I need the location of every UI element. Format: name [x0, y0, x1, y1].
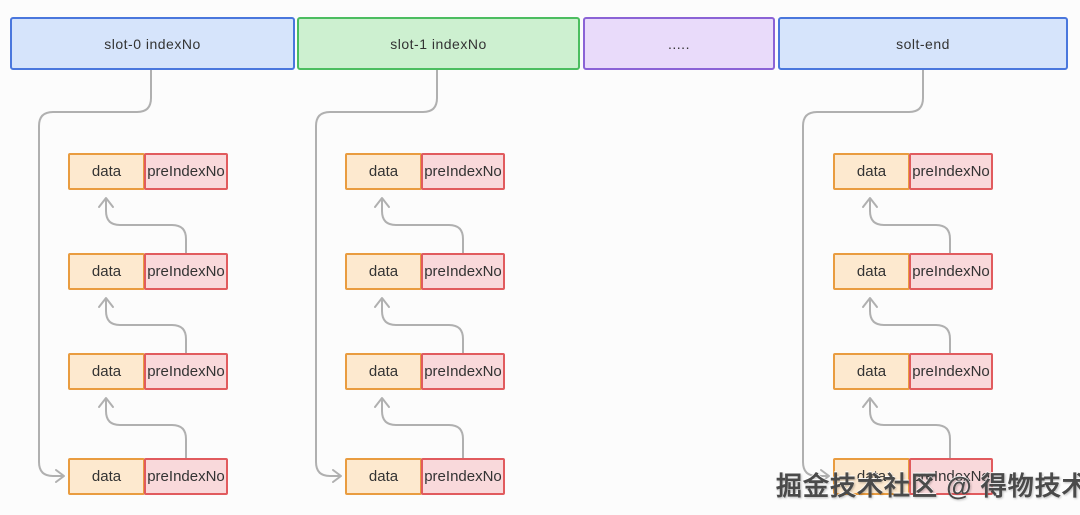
preindexno-cell: preIndexNo	[144, 153, 228, 190]
preindexno-cell: preIndexNo	[421, 153, 505, 190]
node-col2-row4: data preIndexNo	[345, 458, 505, 495]
slot-header-end: solt-end	[778, 17, 1068, 70]
preindexno-label: preIndexNo	[424, 363, 502, 380]
data-label: data	[856, 468, 887, 485]
data-cell: data	[68, 253, 145, 290]
preindexno-cell: preIndexNo	[144, 458, 228, 495]
data-label: data	[856, 263, 887, 280]
preindexno-label: preIndexNo	[147, 468, 225, 485]
preindexno-label: preIndexNo	[424, 468, 502, 485]
node-col1-row3: data preIndexNo	[68, 353, 228, 390]
data-label: data	[368, 163, 399, 180]
preindexno-label: preIndexNo	[147, 363, 225, 380]
data-cell: data	[345, 153, 422, 190]
data-label: data	[856, 363, 887, 380]
preindexno-cell: preIndexNo	[909, 353, 993, 390]
preindexno-label: preIndexNo	[424, 163, 502, 180]
data-label: data	[91, 163, 122, 180]
preindexno-label: preIndexNo	[912, 263, 990, 280]
data-label: data	[856, 163, 887, 180]
node-col3-row1: data preIndexNo	[833, 153, 993, 190]
preindexno-cell: preIndexNo	[421, 353, 505, 390]
slot-header-0-label: slot-0 indexNo	[104, 35, 201, 52]
preindexno-cell: preIndexNo	[421, 253, 505, 290]
data-cell: data	[345, 253, 422, 290]
node-col2-row2: data preIndexNo	[345, 253, 505, 290]
data-cell: data	[68, 458, 145, 495]
data-cell: data	[833, 253, 910, 290]
preindexno-cell: preIndexNo	[909, 253, 993, 290]
node-col2-row3: data preIndexNo	[345, 353, 505, 390]
data-cell: data	[833, 353, 910, 390]
data-label: data	[91, 468, 122, 485]
data-label: data	[368, 263, 399, 280]
preindexno-cell: preIndexNo	[144, 253, 228, 290]
data-cell: data	[833, 153, 910, 190]
slot-header-0: slot-0 indexNo	[10, 17, 295, 70]
node-col1-row1: data preIndexNo	[68, 153, 228, 190]
data-label: data	[368, 468, 399, 485]
slot-header-dots: .....	[583, 17, 775, 70]
node-col2-row1: data preIndexNo	[345, 153, 505, 190]
node-col3-row2: data preIndexNo	[833, 253, 993, 290]
slot-header-1: slot-1 indexNo	[297, 17, 580, 70]
slot-header-1-label: slot-1 indexNo	[390, 35, 487, 52]
preindexno-label: preIndexNo	[147, 263, 225, 280]
preindexno-label: preIndexNo	[912, 363, 990, 380]
preindexno-label: preIndexNo	[912, 163, 990, 180]
preindexno-label: preIndexNo	[147, 163, 225, 180]
data-label: data	[91, 363, 122, 380]
slot-header-dots-label: .....	[668, 35, 690, 52]
preindexno-cell: preIndexNo	[909, 153, 993, 190]
watermark-text: 掘金技术社区 @ 得物技术	[776, 471, 1080, 501]
preindexno-cell: preIndexNo	[909, 458, 993, 495]
node-col1-row4: data preIndexNo	[68, 458, 228, 495]
data-cell: data	[345, 458, 422, 495]
data-cell: data	[68, 153, 145, 190]
data-cell: data	[68, 353, 145, 390]
data-cell: data	[345, 353, 422, 390]
preindexno-label: preIndexNo	[912, 468, 990, 485]
preindexno-cell: preIndexNo	[144, 353, 228, 390]
data-label: data	[368, 363, 399, 380]
data-label: data	[91, 263, 122, 280]
node-col3-row4: data preIndexNo	[833, 458, 993, 495]
slot-header-end-label: solt-end	[896, 35, 950, 52]
node-col1-row2: data preIndexNo	[68, 253, 228, 290]
node-col3-row3: data preIndexNo	[833, 353, 993, 390]
preindexno-label: preIndexNo	[424, 263, 502, 280]
data-cell: data	[833, 458, 910, 495]
preindexno-cell: preIndexNo	[421, 458, 505, 495]
